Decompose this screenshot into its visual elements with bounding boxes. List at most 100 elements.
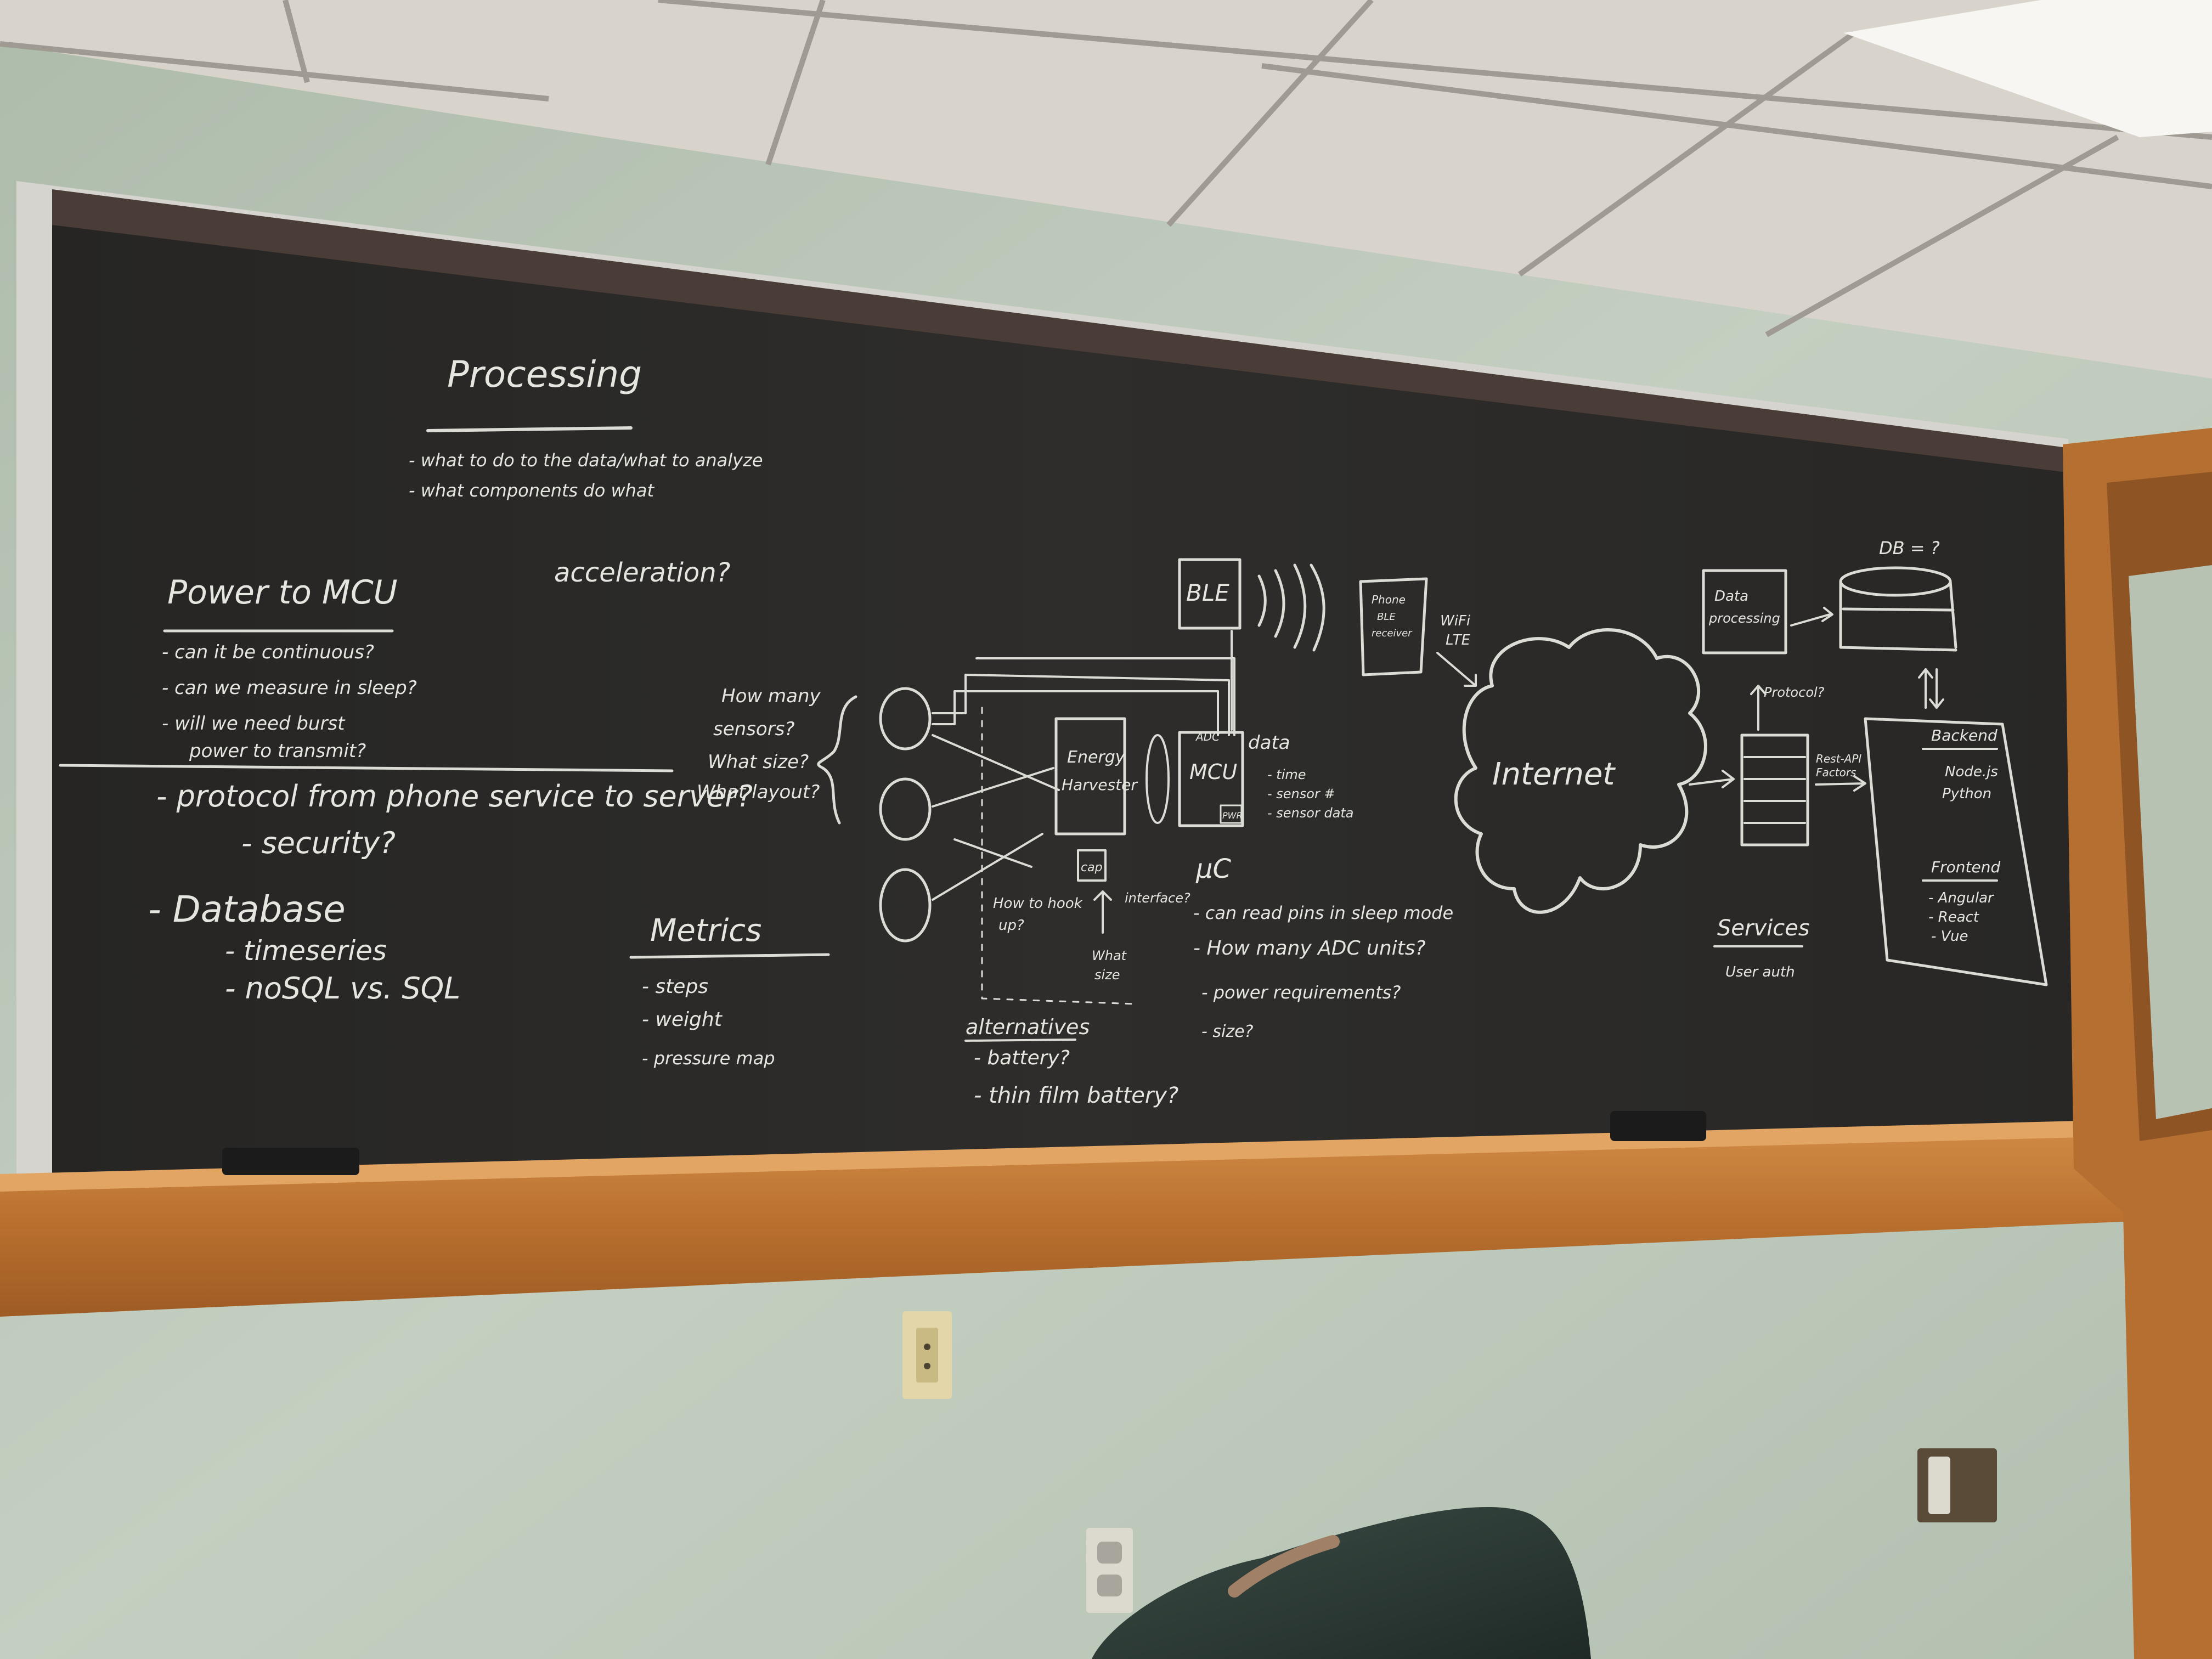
section-divider (59, 764, 674, 772)
frontend-item-1: - Angular (1928, 890, 1995, 906)
alternatives-heading: alternatives (966, 1015, 1090, 1039)
services-stack-lines (1743, 756, 1806, 824)
db-backend-arrows (1918, 668, 1944, 709)
uc-item-4: - size? (1201, 1022, 1254, 1041)
phone-label-2: BLE (1377, 611, 1396, 623)
adc-label: ADC (1195, 730, 1220, 743)
cap-box (1077, 849, 1107, 882)
processing-db-arrow (1790, 607, 1833, 627)
backend-item-1: Node.js (1945, 764, 1998, 780)
database-item-1: - timeseries (225, 935, 387, 967)
sensor-1 (879, 687, 932, 751)
ble-waves (1257, 563, 1325, 652)
data-processing-label-1: Data (1714, 588, 1748, 605)
sensors-question-3: What size? (708, 751, 809, 773)
ceiling (0, 0, 2212, 379)
ceiling-light (1843, 0, 2212, 137)
rest-label-2: Factors (1816, 766, 1856, 779)
metrics-item-1: - steps (642, 975, 708, 998)
metrics-underline (629, 953, 830, 959)
how-to-hook-2: up? (998, 917, 1024, 934)
sensors-question-4: What layout? (697, 781, 820, 803)
protocol-arrow (1750, 685, 1767, 731)
db-label: DB = ? (1879, 538, 1940, 558)
data-processing-label-2: processing (1708, 611, 1780, 626)
chair (1092, 1507, 1591, 1659)
protocol-label: Protocol? (1764, 685, 1825, 700)
how-to-hook-1: How to hook (993, 895, 1083, 912)
internet-cloud (1454, 628, 1707, 914)
sensors-question-2: sensors? (713, 718, 794, 740)
processing-item-1: - what to do to the data/what to analyze (409, 450, 763, 471)
eraser-right (1610, 1111, 1706, 1141)
chalkboard (52, 225, 2090, 1180)
alternatives-item-1: - battery? (974, 1047, 1070, 1069)
ledge-top (0, 1119, 2145, 1192)
security-question: - security? (241, 826, 396, 860)
alternatives-item-2: - thin film battery? (974, 1083, 1178, 1108)
processing-item-2: - what components do what (409, 480, 655, 501)
frontend-item-2: - React (1928, 909, 1979, 926)
sensor-wires (932, 657, 1235, 901)
uc-item-2: - How many ADC units? (1193, 937, 1426, 960)
internet-label: Internet (1492, 757, 1616, 792)
sensor-3 (879, 868, 932, 943)
phone-label-1: Phone (1372, 593, 1406, 606)
what-size-label-2: size (1094, 967, 1120, 983)
rest-arrow (1815, 775, 1866, 792)
interface-label: interface? (1125, 890, 1190, 906)
ble-box (1178, 558, 1242, 630)
mcu-label: MCU (1189, 760, 1237, 784)
data-item-1: - time (1267, 767, 1306, 782)
data-processing-box (1702, 569, 1787, 654)
uc-item-3: - power requirements? (1201, 982, 1401, 1003)
sensors-brace (817, 695, 857, 825)
db-cylinder-body (1839, 580, 1957, 652)
power-heading: Power to MCU (167, 573, 398, 612)
frontend-heading: Frontend (1931, 858, 2000, 876)
sensors-question-1: How many (721, 685, 821, 707)
processing-heading: Processing (447, 353, 642, 396)
eraser-left (222, 1148, 359, 1175)
metrics-item-3: - pressure map (642, 1048, 775, 1069)
data-item-2: - sensor # (1267, 786, 1335, 802)
backend-item-2: Python (1942, 786, 1991, 802)
services-item-1: User auth (1725, 964, 1795, 980)
chalk-writing: Processing - what to do to the data/what… (59, 353, 2048, 1108)
wifi-label: WiFi (1440, 613, 1471, 629)
lte-label: LTE (1446, 632, 1471, 648)
dashed-boundary (981, 707, 1137, 1005)
uc-heading: µC (1195, 854, 1232, 884)
sensor-2 (879, 777, 932, 841)
phone-label-3: receiver (1372, 628, 1413, 639)
processing-underline (426, 426, 633, 432)
pwr-label: PWR (1222, 810, 1243, 821)
database-item-2: - noSQL vs. SQL (225, 971, 460, 1006)
phone-box (1359, 577, 1428, 676)
data-heading: data (1248, 732, 1290, 754)
services-heading: Services (1717, 916, 1810, 941)
pwr-box (1220, 804, 1243, 824)
frontend-item-3: - Vue (1931, 928, 1968, 945)
what-size-arrow (1093, 890, 1112, 934)
uc-item-1: - can read pins in sleep mode (1193, 902, 1453, 923)
power-item-2: - can we measure in sleep? (162, 677, 417, 699)
energy-harvester-label-2: Harvester (1062, 776, 1138, 794)
phone-internet-arrow (1436, 652, 1477, 687)
alternatives-underline (964, 1039, 1076, 1042)
power-item-1: - can it be continuous? (162, 641, 374, 663)
ble-label: BLE (1186, 579, 1229, 606)
metrics-item-2: - weight (642, 1008, 723, 1031)
door-glass (2129, 565, 2212, 1119)
wall-outlet-lower (1086, 1528, 1133, 1613)
internet-services-arrow (1689, 770, 1735, 788)
wall-plate-upper (902, 1311, 952, 1399)
energy-harvester-label-1: Energy (1067, 748, 1126, 767)
power-item-4: power to transmit? (189, 740, 366, 762)
database-heading: - Database (148, 888, 346, 930)
mcu-box (1178, 731, 1244, 827)
metrics-heading: Metrics (650, 913, 761, 949)
power-item-3: - will we need burst (162, 713, 346, 735)
interface-ellipse (1146, 734, 1170, 824)
